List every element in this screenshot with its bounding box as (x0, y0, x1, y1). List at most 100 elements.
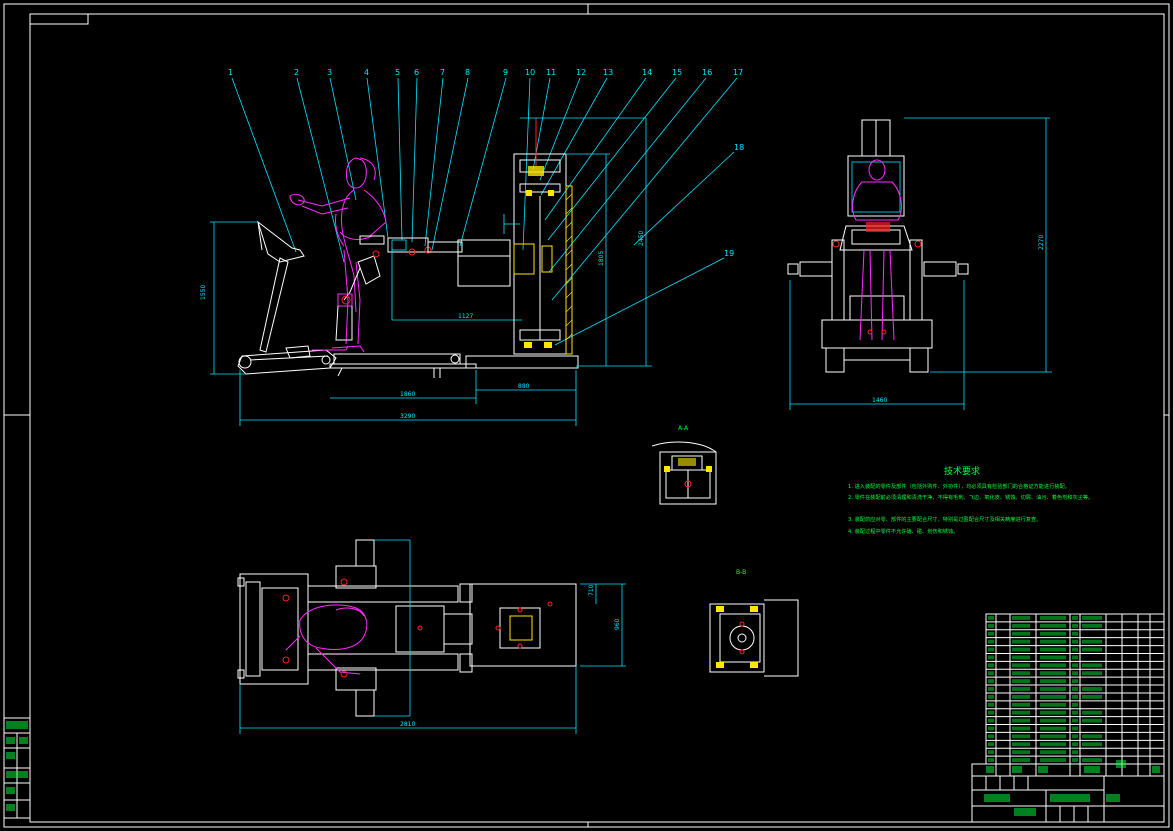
parts-cell-mark (1012, 726, 1030, 731)
parts-cell-mark (1012, 679, 1030, 684)
parts-cell-mark (1072, 655, 1078, 660)
parts-cell-mark (1040, 710, 1066, 715)
parts-list-table (985, 613, 1165, 776)
parts-cell-mark (1012, 663, 1030, 668)
parts-cell-mark (1082, 687, 1102, 691)
parts-cell-mark (988, 758, 994, 762)
parts-cell-mark (988, 726, 994, 731)
parts-cell-mark (1040, 679, 1066, 684)
leader-lines (231, 77, 738, 346)
tech-title: 技术要求 (944, 465, 980, 477)
parts-cell-mark (988, 687, 994, 691)
parts-cell-mark (1012, 639, 1030, 644)
parts-cell-mark (1040, 742, 1066, 747)
section-b-label: B-B (736, 569, 746, 576)
tech-line-1: 1. 进入装配的零件及部件（包括外购件、外协件），均必须具有检验部门的合格证方能… (848, 482, 1070, 490)
technical-requirements: 技术要求 1. 进入装配的零件及部件（包括外购件、外协件），均必须具有检验部门的… (848, 465, 1093, 535)
parts-cell-mark (1040, 750, 1066, 755)
side-view: 2270 1460 (787, 117, 1052, 410)
dim-top-total: 2810 (400, 721, 415, 728)
parts-cell-mark (1082, 616, 1102, 620)
parts-cell-mark (988, 742, 994, 747)
balloon-19: 19 (724, 249, 734, 258)
parts-cell-mark (988, 623, 994, 628)
parts-cell-mark (1012, 631, 1030, 636)
parts-cell-mark (1012, 710, 1030, 715)
parts-cell-mark (988, 694, 994, 699)
parts-cell-mark (1082, 734, 1102, 739)
parts-cell-mark (1082, 694, 1102, 699)
parts-cell-mark (1082, 647, 1102, 652)
parts-cell-mark (1012, 616, 1030, 620)
parts-cell-mark (1072, 694, 1078, 699)
parts-cell-mark (1012, 718, 1030, 723)
parts-cell-mark (988, 647, 994, 652)
parts-cell-mark (1072, 671, 1078, 676)
balloon-6: 6 (414, 68, 419, 77)
parts-cell-mark (1082, 639, 1102, 644)
parts-cell-mark (1040, 718, 1066, 723)
parts-cell-mark (1012, 694, 1030, 699)
dim-side-width: 1460 (872, 397, 887, 404)
top-view: 2810 710 960 (237, 539, 626, 734)
parts-cell-mark (1012, 750, 1030, 755)
balloon-4: 4 (364, 68, 369, 77)
dim-front-total: 3290 (400, 413, 415, 420)
parts-cell-mark (1082, 671, 1102, 676)
parts-cell-mark (1072, 687, 1078, 691)
parts-cell-mark (1072, 679, 1078, 684)
parts-cell-mark (1072, 616, 1078, 620)
human-figure-front (289, 157, 387, 353)
vertical-column-front (503, 118, 573, 355)
parts-cell-mark (1012, 655, 1030, 660)
parts-cell-mark (1082, 758, 1102, 762)
parts-cell-mark (1072, 631, 1078, 636)
parts-cell-mark (1072, 742, 1078, 747)
parts-cell-mark (1012, 671, 1030, 676)
balloon-2: 2 (294, 68, 299, 77)
actuator-arm-front (387, 237, 522, 321)
front-dimensions (210, 117, 652, 426)
balloon-15: 15 (672, 68, 682, 77)
dim-top-right1: 710 (588, 584, 595, 596)
parts-cell-mark (1072, 718, 1078, 723)
parts-cell-mark (1072, 710, 1078, 715)
dim-front-sub2: 880 (518, 383, 530, 390)
section-a-label: A-A (678, 425, 689, 432)
balloon-16: 16 (702, 68, 712, 77)
parts-cell-mark (1072, 639, 1078, 644)
parts-cell-mark (1040, 639, 1066, 644)
dim-right-h1: 2450 (638, 231, 645, 246)
balloon-5: 5 (395, 68, 400, 77)
parts-cell-mark (1012, 647, 1030, 652)
parts-cell-mark (988, 679, 994, 684)
balloon-14: 14 (642, 68, 652, 77)
parts-cell-mark (988, 639, 994, 644)
front-view: 1 2 3 4 5 6 7 8 9 10 11 12 13 14 15 16 1… (200, 68, 744, 426)
title-block-fills (984, 760, 1160, 816)
parts-cell-mark (1040, 734, 1066, 739)
parts-cell-mark (1012, 758, 1030, 762)
parts-cell-mark (1040, 671, 1066, 676)
parts-cell-mark (1040, 726, 1066, 731)
parts-cell-mark (1082, 718, 1102, 723)
sheet-border (3, 3, 1170, 828)
balloon-13: 13 (603, 68, 613, 77)
parts-cell-mark (1012, 702, 1030, 707)
balloon-1: 1 (228, 68, 233, 77)
balloon-7: 7 (440, 68, 445, 77)
parts-cell-mark (1040, 647, 1066, 652)
parts-cell-mark (1012, 623, 1030, 628)
parts-cell-mark (988, 655, 994, 660)
dim-front-inner: 1127 (458, 313, 473, 320)
parts-cell-mark (988, 616, 994, 620)
parts-cell-mark (1012, 687, 1030, 691)
base-frame (329, 353, 579, 378)
parts-cell-mark (1072, 623, 1078, 628)
parts-cell-mark (1040, 758, 1066, 762)
parts-cell-mark (1072, 647, 1078, 652)
dim-right-h2: 1805 (598, 251, 605, 266)
parts-cell-mark (988, 671, 994, 676)
parts-cell-mark (988, 750, 994, 755)
